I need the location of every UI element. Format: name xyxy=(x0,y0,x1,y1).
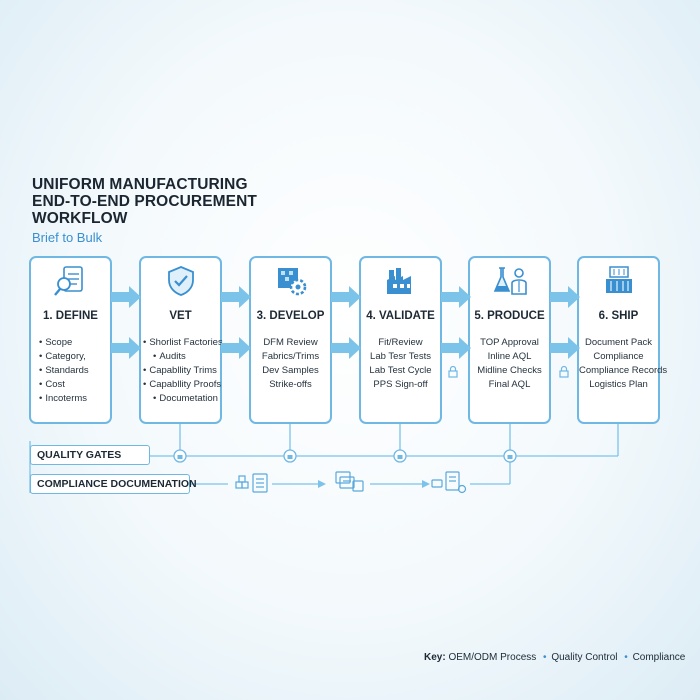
title-line-3: WORKFLOW xyxy=(32,210,128,227)
factory-icon xyxy=(361,264,440,298)
compliance-arrowhead-2 xyxy=(422,480,430,488)
flow-arrow-icon xyxy=(550,286,580,308)
list-item: Lab Tesr Tests xyxy=(370,351,431,362)
list-item: Fit/Review xyxy=(378,337,423,348)
compliance-documentation-label: COMPLIANCE DOCUMENATION xyxy=(30,474,197,494)
list-item: Logistics Plan xyxy=(589,379,648,390)
flow-arrow-icon xyxy=(221,337,251,359)
stage-items: TOP Approval Inline AQL Midline Checks F… xyxy=(470,336,549,392)
list-item: Capabllity Proofs xyxy=(135,378,221,392)
stage-title: 3. DEVELOP xyxy=(256,310,325,322)
list-item: Strike-offs xyxy=(269,379,312,390)
list-item: Cost xyxy=(31,378,110,392)
checklist-magnifier-icon xyxy=(31,264,110,298)
stage-items: Fit/Review Lab Tesr Tests Lab Test Cycle… xyxy=(361,336,440,392)
stage-title: VET xyxy=(169,310,192,322)
stage-title: 1. DEFINE xyxy=(43,310,98,322)
fabric-gear-icon xyxy=(251,264,330,298)
lock-icon-body xyxy=(177,455,183,459)
list-item: Category, xyxy=(31,350,110,364)
flow-arrow-icon xyxy=(331,286,361,308)
list-item: TOP Approval xyxy=(480,337,539,348)
shipping-container-icon xyxy=(579,264,658,298)
list-item: Shorlist Factories xyxy=(135,336,222,350)
stage-ship: 6. SHIP Document Pack Compliance Complia… xyxy=(577,256,668,424)
list-item: Dev Samples xyxy=(262,365,319,376)
stage-vet: VET Shorlist Factories Audits Capabllity… xyxy=(139,256,223,424)
stage-items: Document Pack Compliance Compliance Reco… xyxy=(579,336,668,392)
quality-gates-label: QUALITY GATES xyxy=(30,445,150,465)
list-item: Documetation xyxy=(135,392,220,406)
title-line-2: END-TO-END PROCUREMENT xyxy=(32,193,257,210)
checklist-document-icon xyxy=(431,471,467,494)
legend-item-quality-control: Quality Control xyxy=(551,652,618,663)
stage-title: 4. VALIDATE xyxy=(366,310,435,322)
list-item: Scope xyxy=(31,336,110,350)
list-item: Audits xyxy=(135,350,220,364)
list-item: Compliance Records xyxy=(579,365,668,376)
boxes-document-icon xyxy=(235,473,268,493)
list-item: Document Pack xyxy=(584,337,653,348)
stage-items: Scope Category, Standards Cost Incoterms xyxy=(31,336,110,406)
stage-items: DFM Review Fabrics/Trims Dev Samples Str… xyxy=(251,336,330,392)
list-item: Midline Checks xyxy=(477,365,542,376)
padlock-icon xyxy=(448,370,458,378)
document-stack-icon xyxy=(335,471,364,492)
title-block: UNIFORM MANUFACTURING END-TO-END PROCURE… xyxy=(32,176,257,245)
list-item: Lab Test Cycle xyxy=(369,365,432,376)
subtitle: Brief to Bulk xyxy=(32,230,103,245)
list-item: Capabllity Trims xyxy=(135,364,220,378)
stage-define: 1. DEFINE Scope Category, Standards Cost… xyxy=(29,256,112,424)
lock-icon-body xyxy=(507,455,513,459)
legend-item-oem-odm: OEM/ODM Process xyxy=(448,652,537,663)
flow-arrow-icon xyxy=(111,286,141,308)
bullet-dot-icon: • xyxy=(624,652,628,663)
lock-icon-body xyxy=(287,455,293,459)
flow-arrow-icon xyxy=(441,337,471,359)
flow-arrow-icon xyxy=(111,337,141,359)
stage-title: 6. SHIP xyxy=(598,310,639,322)
stage-items: Shorlist Factories Audits Capabllity Tri… xyxy=(135,336,222,406)
list-item: DFM Review xyxy=(263,337,318,348)
stage-validate: 4. VALIDATE Fit/Review Lab Tesr Tests La… xyxy=(359,256,442,424)
stage-title: 5. PRODUCE xyxy=(474,310,545,322)
lock-icon-body xyxy=(397,455,403,459)
legend: Key: OEM/ODM Process • Quality Control •… xyxy=(424,652,685,663)
legend-title: Key: xyxy=(424,652,446,663)
title-line-1: UNIFORM MANUFACTURING xyxy=(32,176,248,193)
flow-arrow-icon xyxy=(221,286,251,308)
bullet-dot-icon: • xyxy=(543,652,547,663)
flow-arrow-icon xyxy=(441,286,471,308)
list-item: Incoterms xyxy=(31,392,110,406)
padlock-icon xyxy=(559,370,569,378)
list-item: Final AQL xyxy=(488,379,531,390)
stage-develop: 3. DEVELOP DFM Review Fabrics/Trims Dev … xyxy=(249,256,332,424)
padlock-shackle xyxy=(560,365,568,371)
shield-check-icon xyxy=(141,264,220,298)
list-item: Standards xyxy=(31,364,110,378)
stage-produce: 5. PRODUCE TOP Approval Inline AQL Midli… xyxy=(468,256,551,424)
lab-worker-icon xyxy=(470,264,549,298)
flow-arrow-icon xyxy=(550,337,580,359)
legend-item-compliance: Compliance xyxy=(632,652,686,663)
flow-arrow-icon xyxy=(331,337,361,359)
list-item: Compliance xyxy=(593,351,644,362)
list-item: Inline AQL xyxy=(487,351,532,362)
list-item: Fabrics/Trims xyxy=(261,351,320,362)
padlock-shackle xyxy=(449,365,457,371)
compliance-arrowhead-1 xyxy=(318,480,326,488)
list-item: PPS Sign-off xyxy=(373,379,428,390)
